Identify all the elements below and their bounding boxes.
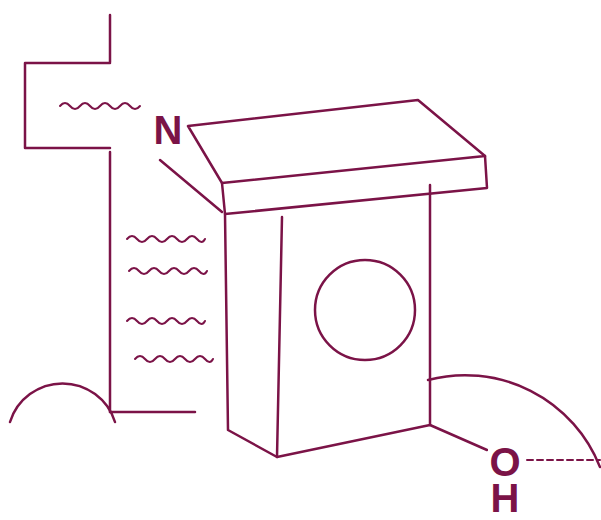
wavy-bond — [60, 103, 140, 109]
ring-arc — [10, 383, 115, 422]
wavy-line — [129, 268, 207, 274]
lid-front — [222, 156, 487, 214]
atom-label: H — [490, 478, 521, 518]
bracket — [25, 63, 110, 148]
wavy-line — [127, 236, 205, 242]
hydrogen-bond — [527, 459, 600, 461]
box-body — [225, 185, 430, 457]
bond-line — [109, 15, 112, 62]
bond-line — [109, 152, 112, 412]
bond-line — [110, 411, 195, 414]
circle-window — [315, 260, 415, 360]
atom-label: N — [153, 110, 184, 150]
box-edge — [277, 217, 282, 457]
lid-top — [188, 100, 485, 183]
wavy-line — [127, 318, 205, 324]
bond-line — [430, 425, 487, 450]
wavy-line — [135, 356, 213, 362]
atom-label: O — [488, 442, 521, 482]
